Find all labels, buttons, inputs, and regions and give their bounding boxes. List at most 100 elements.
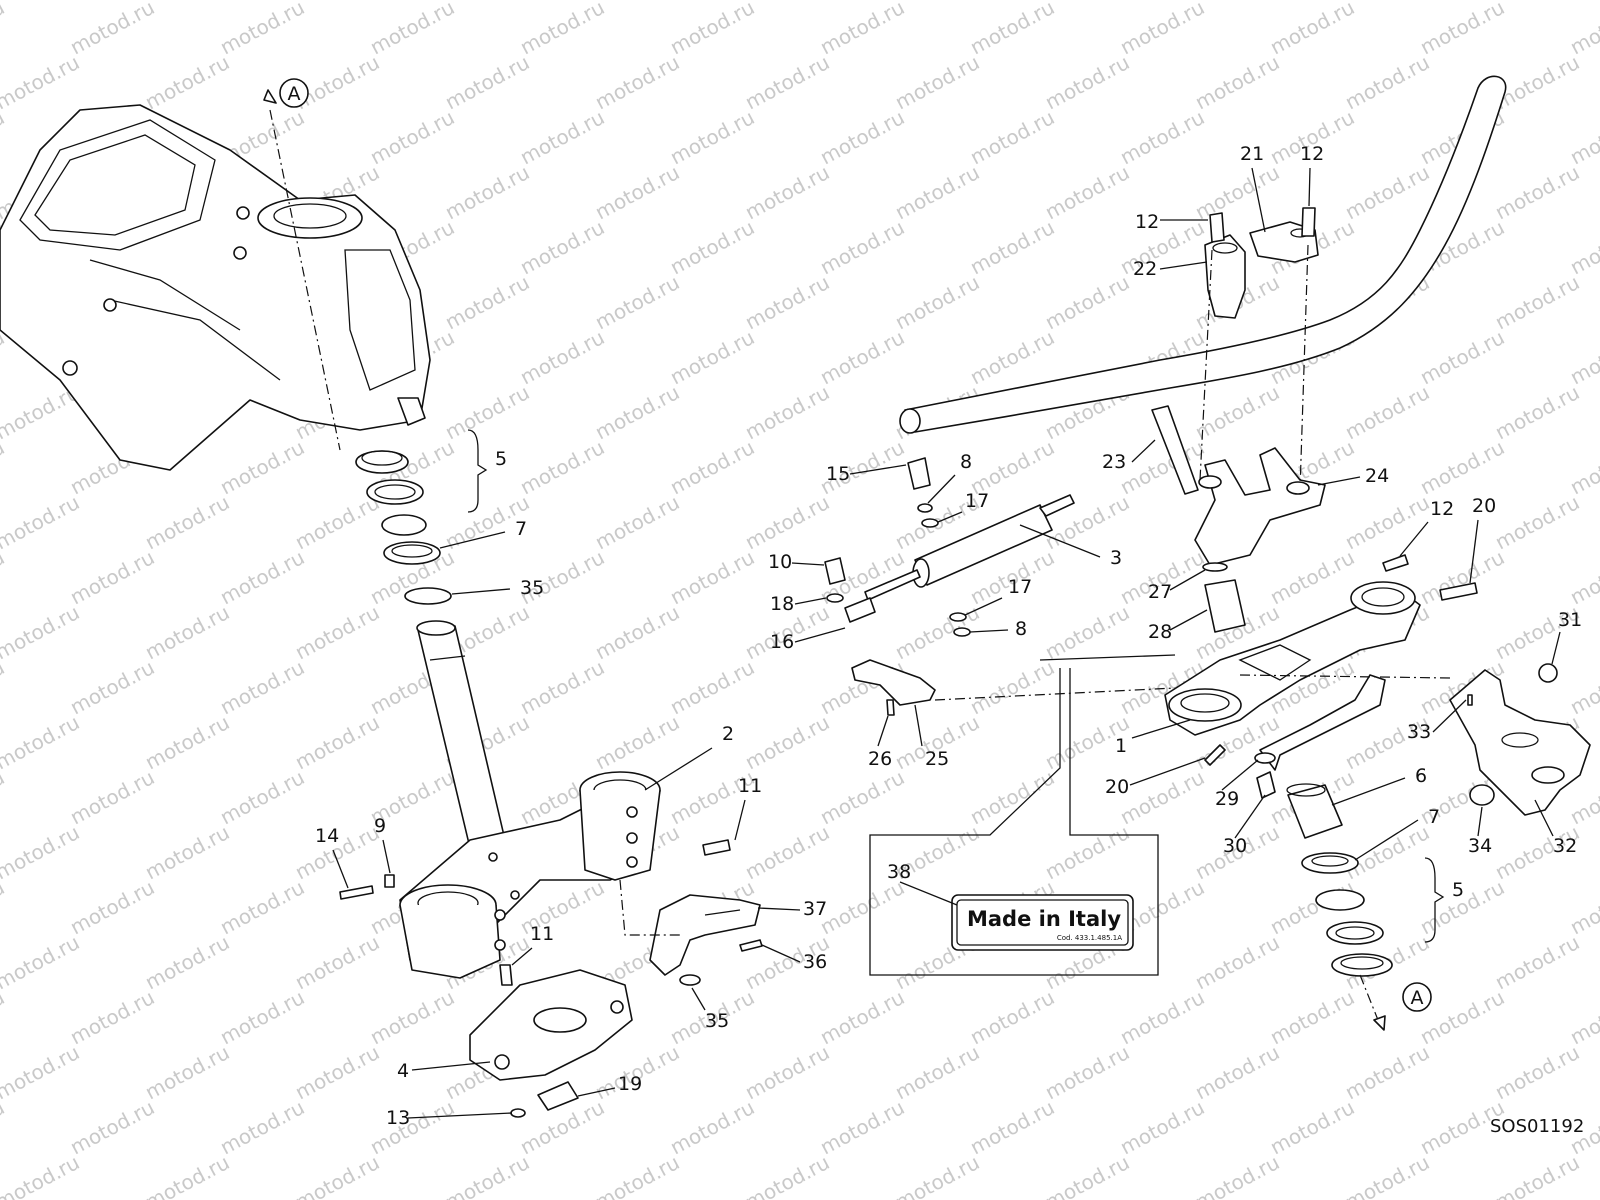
leader-line — [1317, 476, 1361, 486]
watermark: motod.ru — [0, 875, 8, 939]
watermark: motod.ru — [816, 1095, 908, 1159]
watermark: motod.ru — [1191, 930, 1283, 994]
watermark: motod.ru — [366, 1095, 458, 1159]
leader-line — [761, 944, 801, 963]
watermark: motod.ru — [1191, 50, 1283, 114]
watermark: motod.ru — [516, 435, 608, 499]
callout-number: 11 — [738, 775, 762, 797]
watermark: motod.ru — [1116, 105, 1208, 169]
watermark: motod.ru — [1416, 325, 1508, 389]
watermark: motod.ru — [0, 1040, 83, 1104]
callout-number: 20 — [1472, 495, 1496, 517]
reference-marker-a-top-label: A — [288, 83, 301, 105]
watermark: motod.ru — [216, 655, 308, 719]
screw-13 — [510, 1108, 526, 1118]
bolt-11-lower — [499, 964, 513, 986]
watermark: motod.ru — [441, 0, 533, 4]
handlebar — [899, 75, 1507, 434]
callout-number: 22 — [1133, 258, 1157, 280]
watermark: motod.ru — [1266, 985, 1358, 1049]
bolt-12-middle — [1301, 207, 1316, 237]
watermark: motod.ru — [0, 0, 83, 4]
watermark: motod.ru — [291, 1040, 383, 1104]
leader-line — [877, 715, 889, 747]
leader-line — [899, 881, 958, 906]
watermark: motod.ru — [891, 270, 983, 334]
bolt-12-clamp — [1382, 554, 1409, 572]
watermark: motod.ru — [141, 1150, 233, 1200]
callout-number: 30 — [1223, 835, 1247, 857]
callout-number: 35 — [520, 577, 544, 599]
watermark: motod.ru — [591, 490, 683, 554]
callout-number: 35 — [705, 1010, 729, 1032]
watermark: motod.ru — [1491, 1040, 1583, 1104]
leader-line — [1432, 699, 1467, 733]
label-plate-callout-box: Made in Italy Cod. 433.1.485.1A — [869, 654, 1176, 976]
lower-bearing-stack — [1301, 852, 1393, 977]
watermark: motod.ru — [741, 0, 833, 4]
watermark: motod.ru — [816, 985, 908, 1049]
callout-number: 5 — [1452, 879, 1464, 901]
watermark: motod.ru — [1341, 1150, 1433, 1200]
watermark: motod.ru — [1341, 0, 1433, 4]
callout-number: 26 — [868, 748, 892, 770]
watermark: motod.ru — [441, 270, 533, 334]
made-in-italy-text: Made in Italy — [967, 907, 1121, 931]
callout-number: 12 — [1300, 143, 1324, 165]
callout-number: 37 — [803, 898, 827, 920]
callout-numbers: 1234556778891011111212121314151617171819… — [315, 143, 1582, 1129]
watermark: motod.ru — [1041, 820, 1133, 884]
callout-number: 25 — [925, 748, 949, 770]
leader-line — [1159, 261, 1208, 270]
watermark: motod.ru — [816, 215, 908, 279]
watermark: motod.ru — [0, 600, 83, 664]
callout-number: 18 — [770, 593, 794, 615]
watermark: motod.ru — [1116, 215, 1208, 279]
watermark: motod.ru — [366, 0, 458, 59]
washer-17-lower — [949, 612, 967, 622]
watermark: motod.ru — [1041, 1150, 1133, 1200]
callout-number: 27 — [1148, 581, 1172, 603]
bolt-20-lower — [1204, 744, 1226, 766]
watermark: motod.ru — [441, 1150, 533, 1200]
screw-33 — [1467, 694, 1473, 706]
dowel-9 — [384, 874, 395, 888]
upper-triple-clamp — [1164, 581, 1421, 736]
watermark: motod.ru — [441, 160, 533, 224]
watermark: motod.ru — [1416, 435, 1508, 499]
callout-number: 17 — [965, 490, 989, 512]
drawing-code: SOS01192 — [1490, 1116, 1584, 1137]
watermark: motod.ru — [1041, 160, 1133, 224]
watermark: motod.ru — [291, 1150, 383, 1200]
watermark: motod.ru — [516, 105, 608, 169]
watermark: motod.ru — [291, 490, 383, 554]
watermark: motod.ru — [141, 490, 233, 554]
leader-line — [1251, 167, 1266, 233]
watermark: motod.ru — [1191, 0, 1283, 4]
watermark: motod.ru — [741, 50, 833, 114]
watermark: motod.ru — [1041, 0, 1133, 4]
watermark: motod.ru — [966, 325, 1058, 389]
watermark: motod.ru — [966, 215, 1058, 279]
watermark: motod.ru — [816, 105, 908, 169]
callout-number: 8 — [1015, 618, 1027, 640]
bolt-11-right — [702, 839, 731, 856]
watermark: motod.ru — [741, 1040, 833, 1104]
watermark: motod.ru — [1041, 600, 1133, 664]
watermark: motod.ru — [0, 710, 83, 774]
watermark: motod.ru — [1491, 1150, 1583, 1200]
watermark: motod.ru — [1416, 545, 1508, 609]
leader-line — [1131, 719, 1191, 739]
watermark: motod.ru — [666, 545, 758, 609]
label-plate-code: Cod. 433.1.485.1A — [1057, 934, 1122, 942]
watermark: motod.ru — [816, 765, 908, 829]
callout-number: 17 — [1008, 576, 1032, 598]
watermark: motod.ru — [366, 105, 458, 169]
watermark: motod.ru — [1191, 1150, 1283, 1200]
watermark: motod.ru — [216, 0, 308, 59]
washer-27 — [1202, 562, 1228, 572]
leader-line — [1399, 521, 1429, 557]
watermark: motod.ru — [966, 105, 1058, 169]
callout-number: 14 — [315, 825, 339, 847]
leader-line — [439, 531, 506, 549]
